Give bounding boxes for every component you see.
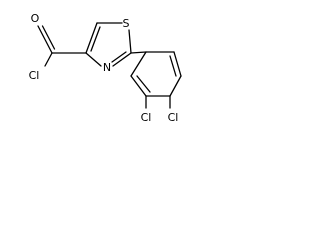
- bond-aryl-2-3-a: [173, 51, 182, 77]
- bond-carbonyl-c-o-b: [41, 25, 56, 50]
- bond-aryl-5-6-a: [130, 75, 147, 97]
- molecule-structure: O Cl S N Cl Cl: [29, 12, 182, 124]
- acyl-chloride-group: [37, 25, 87, 67]
- atom-label-ring-s: S: [123, 17, 130, 30]
- bond-s-c2: [128, 29, 132, 54]
- bond-aryl-3-4: [169, 75, 182, 97]
- bond-c4-c5-b: [90, 26, 101, 52]
- bond-n-c4: [85, 52, 102, 67]
- bond-c2-n-a: [112, 52, 132, 67]
- bond-c2-aryl: [130, 51, 147, 54]
- bond-aryl-2-3-b: [169, 55, 177, 77]
- atom-label-acyl-cl: Cl: [29, 69, 40, 82]
- bond-c4-c5-a: [85, 22, 98, 54]
- bond-carbonyl-c-cl: [44, 52, 53, 67]
- atom-label-aryl-cl-meta: Cl: [168, 111, 179, 124]
- atom-label-acyl-o: O: [31, 12, 40, 25]
- thiazole-ring: [85, 22, 132, 67]
- bond-aryl-5-6-b: [136, 75, 151, 93]
- bond-aryl-6-1: [130, 51, 147, 77]
- dichlorophenyl-ring: [130, 51, 182, 109]
- atom-label-ring-n: N: [103, 61, 111, 74]
- bond-carbonyl-c-o-a: [37, 25, 53, 54]
- atom-label-aryl-cl-ortho: Cl: [141, 111, 152, 124]
- bond-c2-n-b: [111, 51, 127, 63]
